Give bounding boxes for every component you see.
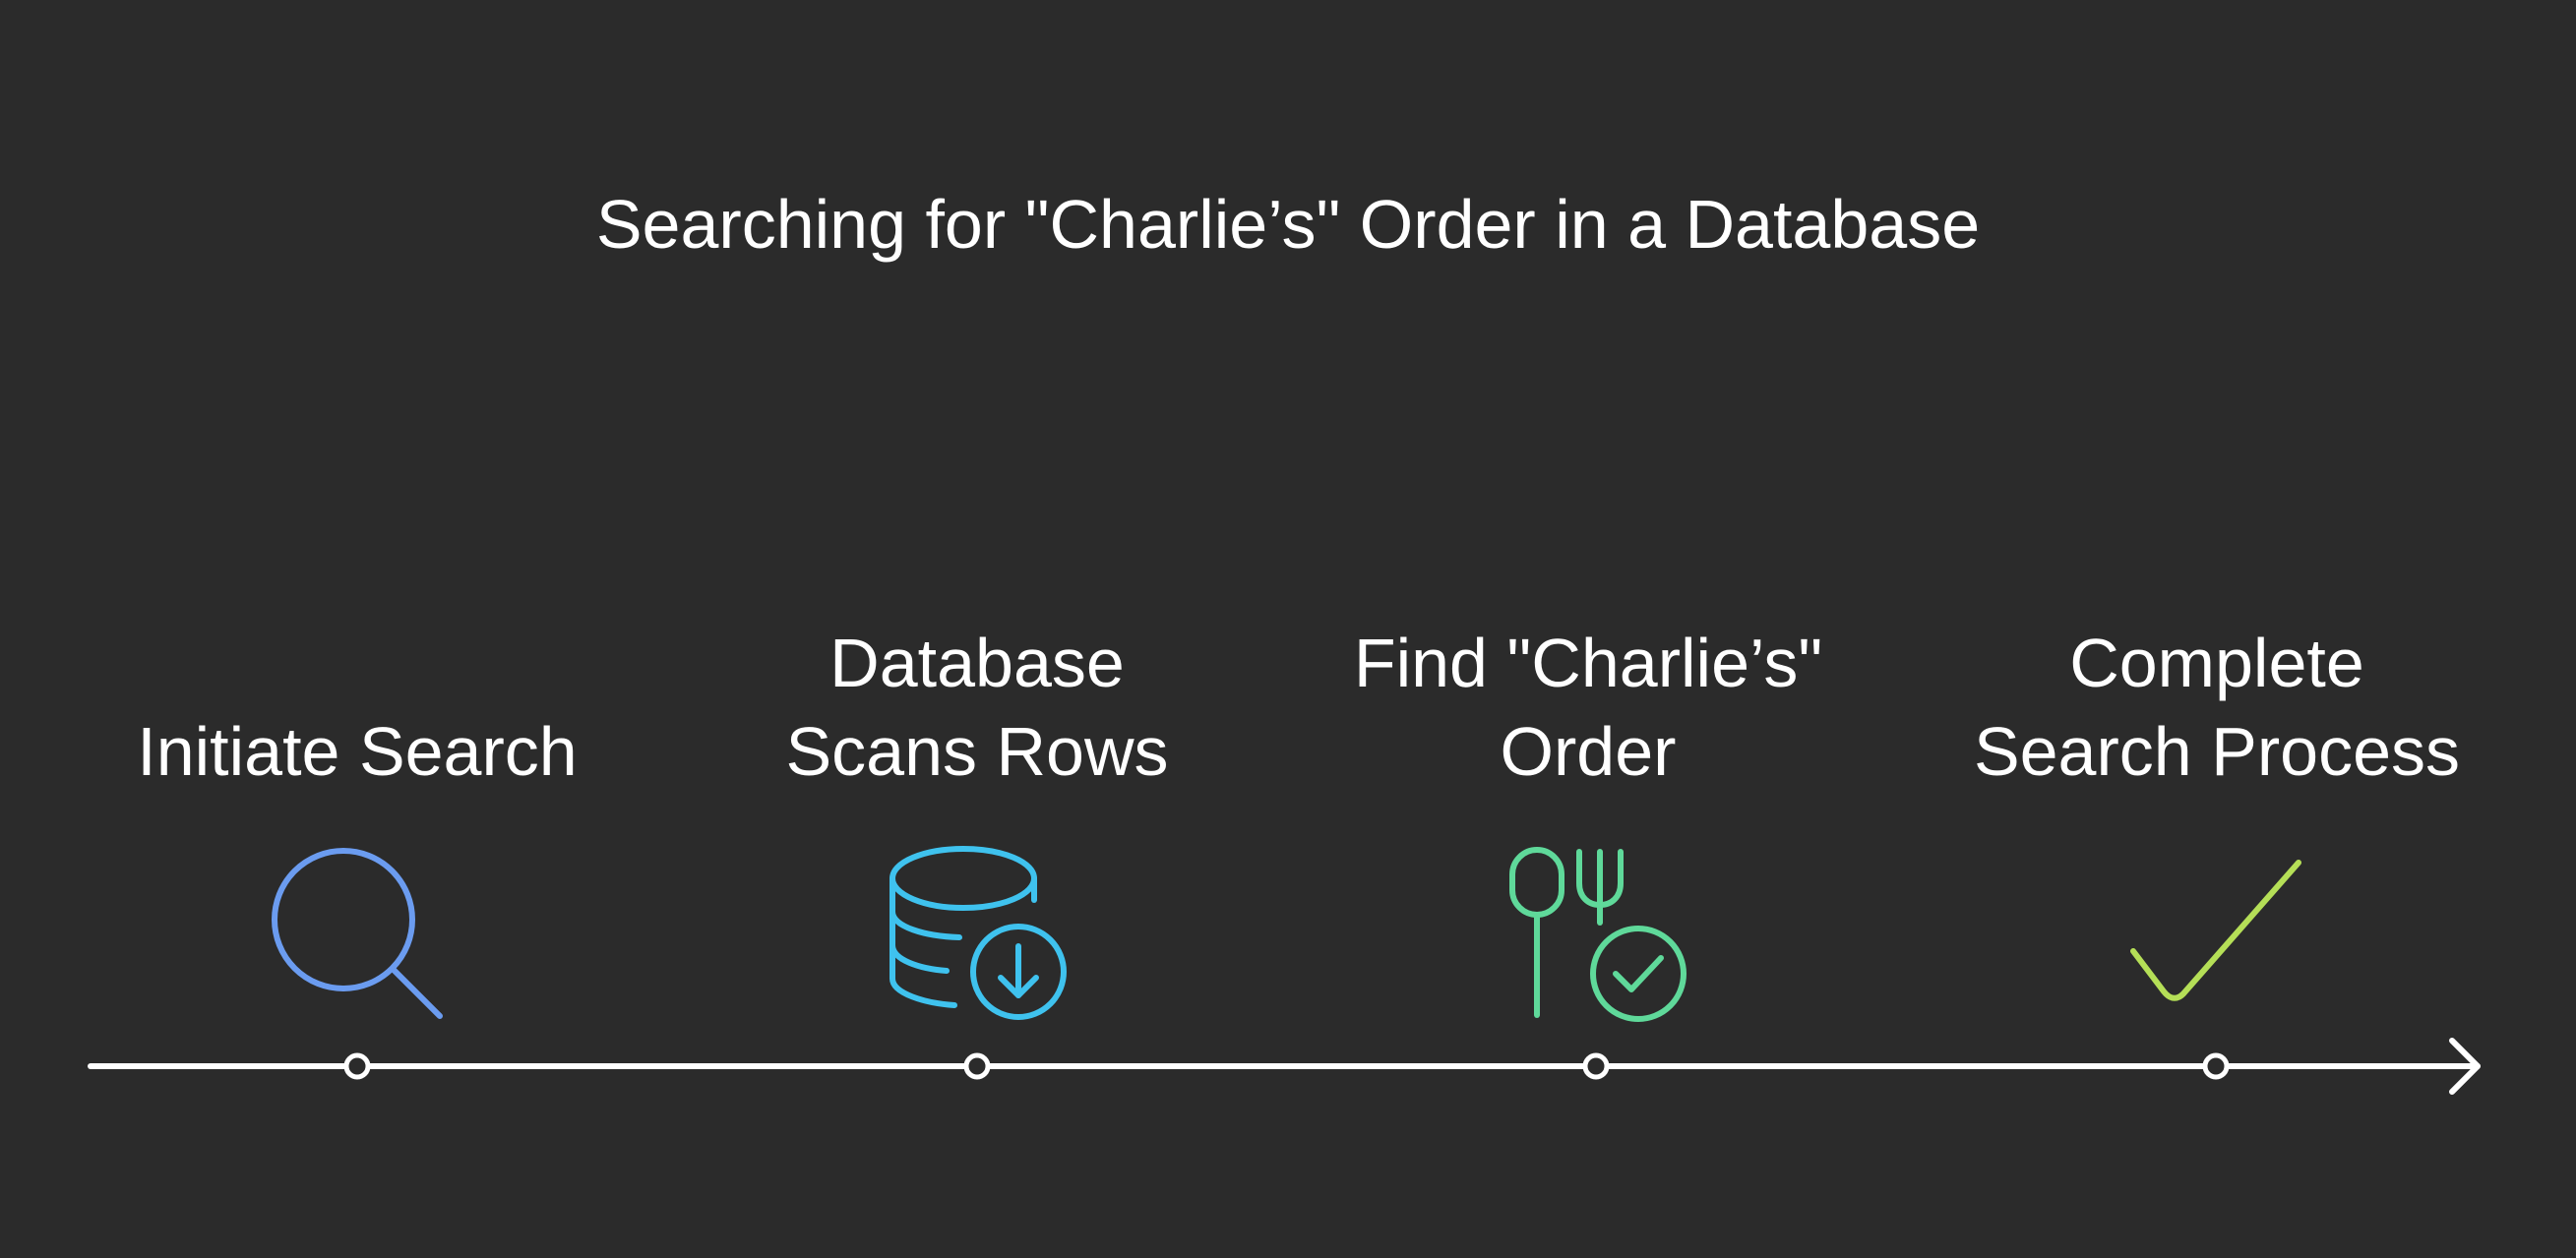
timeline-node-4	[2202, 1052, 2230, 1080]
step-label-initiate-search: Initiate Search	[137, 713, 578, 790]
step-label-find-order: Find "Charlie’s" Order	[1353, 625, 1823, 790]
timeline-arrowhead	[2449, 1038, 2481, 1095]
timeline	[88, 1038, 2481, 1095]
step-label-complete-search: Complete Search Process	[1973, 625, 2461, 790]
timeline-node-1	[343, 1052, 371, 1080]
utensils-check-icon	[1509, 847, 1687, 1022]
timeline-node-2	[963, 1052, 991, 1080]
timeline-node-3	[1582, 1052, 1610, 1080]
database-download-icon	[889, 846, 1067, 1020]
search-icon	[272, 848, 443, 1019]
checkmark-icon	[2130, 860, 2301, 1001]
step-label-database-scans-rows: Database Scans Rows	[785, 625, 1169, 790]
diagram-title: Searching for "Charlie’s" Order in a Dat…	[595, 186, 1981, 263]
timeline-nodes	[343, 1052, 2230, 1080]
